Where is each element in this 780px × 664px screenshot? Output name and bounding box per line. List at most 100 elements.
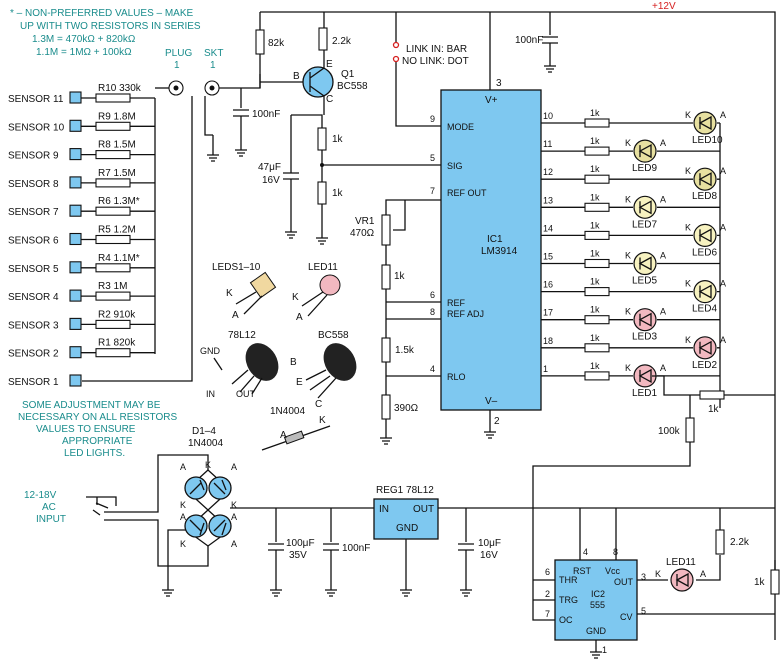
ic1-pin-label: REF [447, 298, 466, 308]
sensor-terminal [69, 148, 82, 161]
ic1-output-pin: 17 [543, 308, 553, 318]
led11-a-pinout: A [296, 312, 303, 323]
led-pinout-red [301, 274, 341, 317]
tran-pin-b: B [290, 357, 297, 368]
led-resistor [584, 174, 610, 184]
ic1-vminus: V– [485, 396, 498, 407]
sensor-label: SENSOR 4 [8, 292, 59, 303]
resistor-100k-label: 100k [658, 426, 681, 437]
cap-100nf-b-label: 100nF [515, 35, 543, 46]
resistor-2k2-b [715, 529, 725, 555]
ic1-pin3: 3 [496, 78, 502, 89]
led-resistor-label: 1k [590, 108, 600, 118]
resistor-1k-c-label: 1k [394, 271, 406, 282]
ic1-pin-label: REF OUT [447, 188, 487, 198]
cap-100uf-voltage: 35V [289, 550, 307, 561]
led-a: A [660, 251, 666, 261]
diode-pinout [261, 425, 331, 451]
vr1-name: VR1 [355, 216, 375, 227]
ic2-555 [554, 559, 638, 641]
resistor-1k-led1 [699, 390, 725, 400]
leds1-10-label: LEDS1–10 [212, 262, 261, 273]
led-a: A [720, 110, 726, 120]
led-resistor-label: 1k [590, 305, 600, 315]
led-indicator [693, 111, 717, 135]
plug-pin: 1 [174, 60, 180, 71]
q1-label: Q1 [341, 69, 355, 80]
ic1-output-pin: 14 [543, 223, 553, 233]
sensor-label: SENSOR 3 [8, 320, 59, 331]
bridge-a-tl: A [180, 462, 186, 472]
q1-base-pin: B [293, 71, 300, 82]
bridge-k-bl: K [180, 539, 186, 549]
resistor-1k-a-label: 1k [332, 134, 344, 145]
reg-pin-gnd: GND [200, 346, 221, 356]
led-resistor [584, 230, 610, 240]
resistor-1k-cv [770, 569, 780, 595]
led11-indicator [670, 568, 694, 592]
adjust-note-3: VALUES TO ENSURE [36, 424, 136, 435]
tran-pin-c: C [315, 399, 322, 410]
ic2-pin4: 4 [583, 547, 588, 557]
resistor-1k-b [317, 181, 327, 205]
ic1-output-pin: 16 [543, 280, 553, 290]
resistor-1k-c [381, 264, 391, 290]
note-line-3: 1.3M = 470kΩ + 820kΩ [32, 34, 136, 45]
ic2-out: OUT [614, 577, 634, 587]
led-a: A [720, 166, 726, 176]
led-a: A [660, 194, 666, 204]
led-a: A [660, 138, 666, 148]
led11-pinout-label: LED11 [308, 262, 338, 273]
led-resistor-label: 1k [590, 164, 600, 174]
ic1-output-pin: 15 [543, 252, 553, 262]
ic2-vcc: Vcc [605, 566, 621, 576]
ic1-pin-number: 9 [430, 114, 435, 124]
ic1-pin-number: 8 [430, 307, 435, 317]
input-label-3: INPUT [36, 514, 66, 525]
bridge-name: D1–4 [192, 426, 216, 437]
sensor-label: SENSOR 9 [8, 151, 59, 162]
led-k: K [685, 110, 691, 120]
ic1-pin-label: REF ADJ [447, 309, 484, 319]
sensor-resistor-label: R2 910k [98, 309, 136, 320]
led11-label: LED11 [666, 557, 696, 568]
q1-collector-pin: C [326, 94, 333, 105]
cap-47uf-label: 47μF [258, 162, 281, 173]
led-indicator [693, 336, 717, 360]
led-name: LED9 [632, 163, 657, 174]
input-label-2: AC [42, 502, 56, 513]
reg-pin-out: OUT [236, 389, 256, 399]
ic1-output-pin: 1 [543, 364, 548, 374]
led-k: K [685, 222, 691, 232]
ic2-thr: THR [559, 575, 578, 585]
led-indicator [693, 223, 717, 247]
ic2-pin1: 1 [602, 645, 607, 655]
sensor-resistor [95, 206, 131, 216]
led-a: A [720, 335, 726, 345]
reg1-out: OUT [413, 504, 434, 515]
led-resistor [584, 371, 610, 381]
sensor-resistor-label: R3 1M [98, 281, 127, 292]
led-indicator [693, 167, 717, 191]
ic1-output-pin: 13 [543, 195, 553, 205]
sensor-label: SENSOR 2 [8, 349, 59, 360]
socket-label: SKT [204, 48, 223, 59]
q1-type: BC558 [337, 81, 368, 92]
led-name: LED5 [632, 276, 657, 287]
led-resistor-label: 1k [590, 361, 600, 371]
ic2-pin6: 6 [545, 567, 550, 577]
resistor-1k-cv-label: 1k [754, 577, 766, 588]
led-resistor-label: 1k [590, 249, 600, 259]
led11-k: K [655, 569, 661, 579]
led-k: K [685, 335, 691, 345]
adjust-note-5: LED LIGHTS. [64, 448, 125, 459]
ic1-pin-number: 5 [430, 153, 435, 163]
sensor-resistor [95, 291, 131, 301]
led-resistor [584, 202, 610, 212]
reg1-in: IN [379, 504, 389, 515]
cap-47uf-voltage: 16V [262, 175, 280, 186]
sensor-terminal [69, 289, 82, 302]
led-k: K [685, 279, 691, 289]
